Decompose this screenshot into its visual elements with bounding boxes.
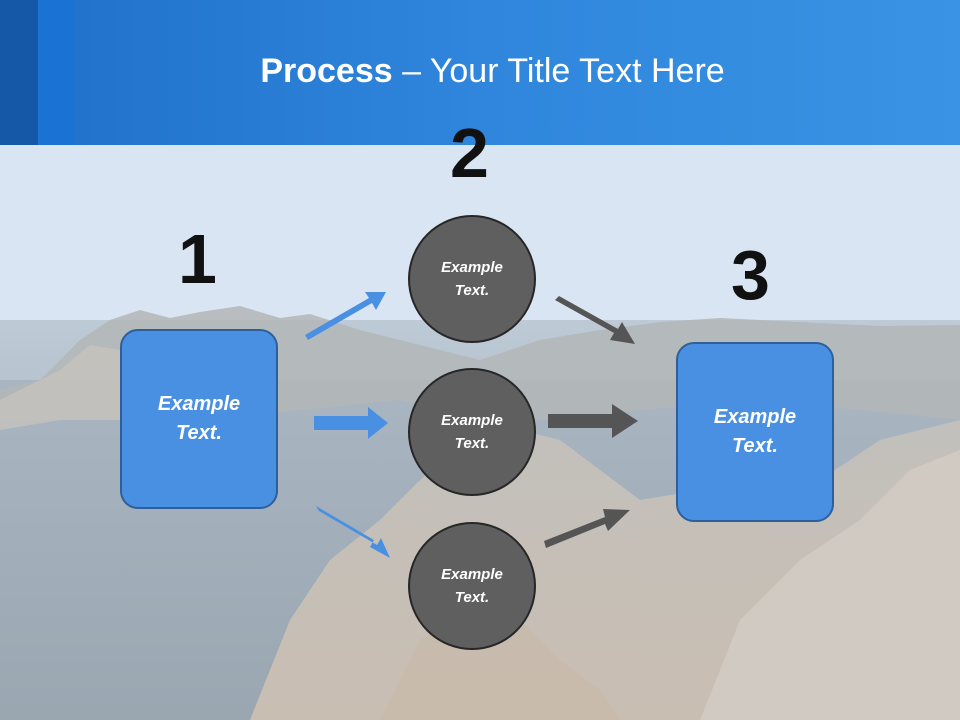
blue-arrow-down	[316, 506, 390, 558]
title-rest: – Your Title Text Here	[392, 52, 725, 90]
step-2-circle-middle: Example Text.	[408, 368, 536, 496]
step-number-3: 3	[731, 236, 770, 314]
step-1-text: Example Text.	[157, 393, 241, 444]
step-number-1: 1	[178, 220, 217, 298]
title-bold: Process	[260, 52, 393, 90]
step-2-text-bottom: Example Text.	[441, 566, 503, 606]
blue-arrow-up	[305, 292, 386, 340]
step-2-circle-top: Example Text.	[408, 215, 536, 343]
blue-arrow-right	[314, 407, 388, 439]
gray-arrow-up	[544, 509, 630, 548]
step-2-text-middle: Example Text.	[441, 412, 503, 452]
slide-title: Process – Your Title Text Here	[0, 52, 960, 91]
step-number-2: 2	[450, 114, 489, 192]
header-bar	[0, 0, 960, 145]
step-2-text-top: Example Text.	[441, 259, 503, 299]
step-3-box: Example Text.	[676, 342, 834, 522]
header-accent-dark	[0, 0, 38, 145]
header-accent-mid	[38, 0, 74, 145]
step-3-text: Example Text.	[713, 406, 797, 457]
gray-arrow-right	[548, 404, 638, 438]
step-2-circle-bottom: Example Text.	[408, 522, 536, 650]
gray-arrow-down	[555, 296, 635, 344]
step-1-box: Example Text.	[120, 329, 278, 509]
